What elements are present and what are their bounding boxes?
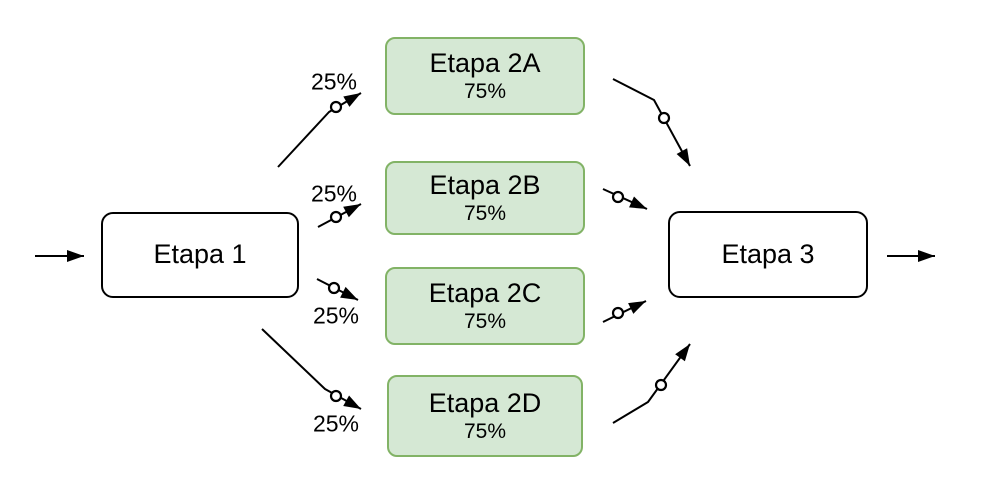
edge-label-split-2a: 25% — [310, 68, 358, 95]
node-etapa-2a: Etapa 2A 75% — [385, 37, 585, 115]
node-label: Etapa 2B — [429, 169, 541, 200]
edge-2a-to-etapa3 — [612, 78, 691, 167]
node-value: 75% — [463, 202, 507, 226]
edge-connector-dot — [329, 100, 343, 114]
edge-connector-dot — [611, 190, 625, 204]
edge-connector-dot — [329, 389, 343, 403]
node-etapa-2b: Etapa 2B 75% — [385, 161, 585, 235]
node-label: Etapa 2C — [428, 277, 542, 308]
edge-connector-dot — [657, 111, 671, 125]
node-label: Etapa 1 — [153, 239, 247, 270]
node-label: Etapa 2A — [429, 47, 541, 78]
edge-connector-dot — [327, 281, 341, 295]
edge-etapa1-to-2a — [277, 92, 362, 168]
edge-connector-dot — [611, 306, 625, 320]
node-value: 75% — [463, 80, 507, 104]
node-value: 75% — [463, 310, 507, 334]
edge-2b-to-etapa3 — [602, 188, 648, 210]
edge-2d-to-etapa3 — [612, 343, 691, 424]
node-etapa-1: Etapa 1 — [101, 212, 299, 298]
node-label: Etapa 3 — [721, 238, 815, 269]
edge-label-split-2c: 25% — [312, 302, 360, 329]
edge-label-split-2b: 25% — [310, 180, 358, 207]
edge-etapa1-to-2d — [261, 328, 362, 410]
edge-connector-dot — [329, 210, 343, 224]
node-value: 75% — [463, 420, 507, 444]
node-etapa-2d: Etapa 2D 75% — [387, 375, 583, 457]
edge-2c-to-etapa3 — [602, 300, 647, 323]
node-etapa-2c: Etapa 2C 75% — [385, 267, 585, 345]
edge-connector-dot — [654, 378, 668, 392]
node-label: Etapa 2D — [428, 387, 542, 418]
edge-label-split-2d: 25% — [312, 410, 360, 437]
node-etapa-3: Etapa 3 — [668, 211, 868, 298]
